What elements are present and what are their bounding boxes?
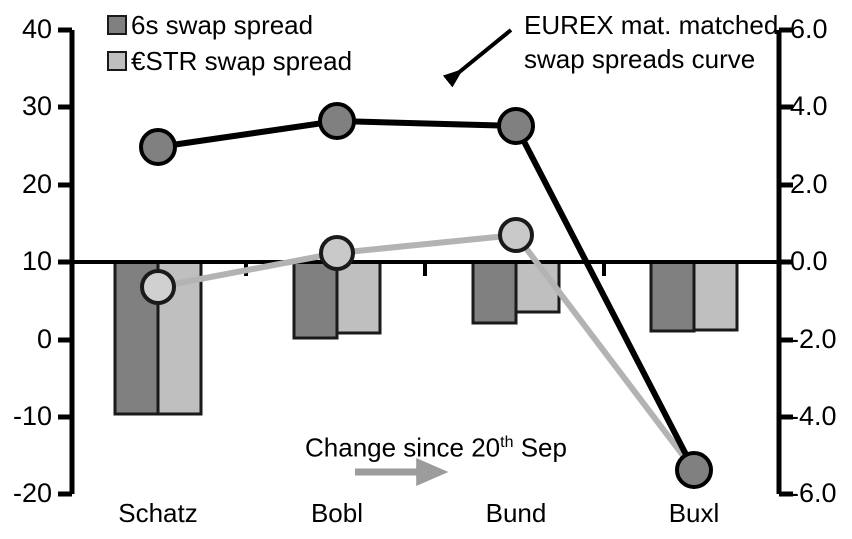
category-label-schatz: Schatz: [118, 498, 198, 528]
right-axis-label-4: 4.0: [790, 91, 828, 121]
legend-item-6s-swap-spread[interactable]: 6s swap spread: [107, 12, 313, 38]
change-since-note: Change since 20th Sep: [286, 430, 586, 461]
legend-swatch-6s-icon: [107, 15, 127, 35]
change-since-note-text: Change since 20: [305, 432, 501, 463]
bar-bobl-estr: [335, 260, 382, 335]
legend-label-6s: 6s swap spread: [131, 10, 314, 40]
bar-bund-6s: [471, 260, 518, 325]
right-axis-label-2: 2.0: [790, 169, 828, 199]
left-axis-label-neg20: -20: [12, 478, 52, 508]
curve-annotation-line-1: EUREX mat. matched: [524, 10, 779, 40]
right-axis-label-neg2: -2.0: [790, 324, 837, 354]
annotation-arrow-icon: [442, 28, 513, 88]
left-axis-label-neg10: -10: [12, 401, 52, 431]
category-label-buxl: Buxl: [668, 498, 720, 528]
black-marker-bobl: [318, 102, 356, 140]
legend-swatch-estr-icon: [107, 51, 127, 71]
right-axis-label-neg6: -6.0: [790, 478, 837, 508]
left-axis-label-20: 20: [21, 169, 52, 199]
legend-item-estr-swap-spread[interactable]: €STR swap spread: [107, 48, 352, 74]
bar-bobl-6s: [292, 260, 339, 340]
left-axis-label-0: 0: [36, 324, 52, 354]
right-axis-label-6: 6.0: [790, 14, 828, 44]
left-axis-label-40: 40: [21, 14, 52, 44]
right-axis-label-neg4: -4.0: [790, 401, 837, 431]
black-eurex-line: [155, 118, 697, 473]
gray-marker-schatz: [140, 269, 176, 305]
black-marker-buxl: [675, 451, 713, 489]
bar-buxl-6s: [649, 260, 696, 333]
change-since-note-ordinal: th: [500, 434, 514, 451]
left-axis-label-10: 10: [21, 246, 52, 276]
change-since-note-month: Sep: [513, 432, 567, 463]
gray-marker-bund: [498, 217, 534, 253]
left-axis-label-30: 30: [21, 91, 52, 121]
gray-marker-bobl: [319, 235, 355, 271]
category-label-bobl: Bobl: [310, 498, 364, 528]
bar-buxl-estr: [692, 260, 739, 332]
gray-change-line: [155, 232, 697, 473]
right-axis-label-0: 0.0: [790, 246, 828, 276]
category-label-bund: Bund: [485, 498, 547, 528]
black-marker-bund: [497, 107, 535, 145]
curve-annotation-line-2: swap spreads curve: [524, 44, 756, 74]
black-marker-schatz: [139, 128, 177, 166]
legend-label-estr: €STR swap spread: [131, 46, 353, 76]
